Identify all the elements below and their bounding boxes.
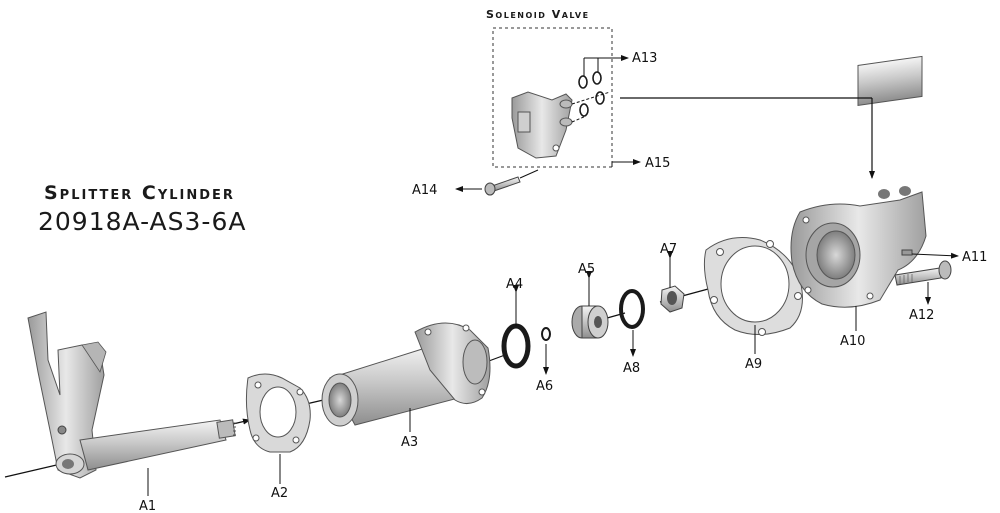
part-labels: A1 A2 A3 A4 A5 A6 A7 A8 A9 A10 A11 A12 A…: [139, 51, 987, 513]
label-a15: A15: [645, 156, 670, 171]
label-a9: A9: [745, 357, 762, 372]
label-a5: A5: [578, 262, 595, 277]
cylinder-housing-part: [321, 322, 491, 427]
solenoid-connection-arrow: [620, 97, 875, 179]
label-a2: A2: [271, 486, 288, 501]
valve-o-rings-part: [571, 71, 611, 123]
label-a13: A13: [632, 51, 657, 66]
label-a12: A12: [909, 308, 934, 323]
label-a10: A10: [840, 334, 865, 349]
label-a14: A14: [412, 183, 437, 198]
cap-screw-part: [894, 260, 952, 286]
valve-screw-part: [484, 169, 539, 196]
label-a6: A6: [536, 379, 553, 394]
label-a4: A4: [506, 277, 523, 292]
shift-fork-shaft-part: [27, 311, 236, 479]
small-o-ring-part: [541, 327, 551, 341]
splitter-cylinder-title: Splitter Cylinder: [44, 182, 235, 204]
label-a8: A8: [623, 361, 640, 376]
piston-part: [571, 305, 609, 339]
lock-nut-part: [660, 285, 685, 313]
label-a3: A3: [401, 435, 418, 450]
cylinder-cover-part: [790, 55, 927, 308]
solenoid-valve-part: [511, 91, 573, 159]
solenoid-valve-box: [492, 27, 613, 168]
label-a11: A11: [962, 250, 987, 265]
rear-gasket-part: [703, 237, 803, 336]
piston-o-ring-part: [619, 289, 645, 329]
label-a1: A1: [139, 499, 156, 513]
label-a7: A7: [660, 242, 677, 257]
front-gasket-part: [245, 373, 311, 453]
part-number: 20918A-AS3-6A: [38, 207, 247, 236]
leader-lines: [147, 55, 959, 496]
large-o-ring-part: [501, 323, 531, 369]
solenoid-valve-title: Solenoid Valve: [486, 8, 590, 21]
breather-part: [901, 249, 913, 256]
